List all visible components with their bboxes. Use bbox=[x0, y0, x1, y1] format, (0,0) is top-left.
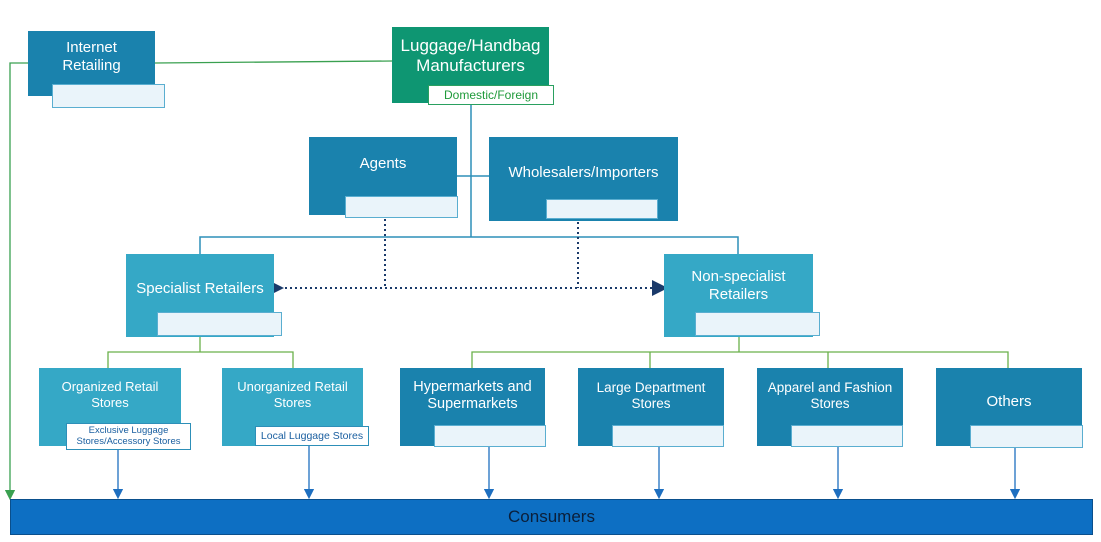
internet-retailing-tag bbox=[52, 84, 165, 108]
others-label: Others bbox=[986, 393, 1032, 410]
wholesalers-tag bbox=[546, 199, 658, 219]
department-stores-tag bbox=[612, 425, 724, 447]
agents-tag bbox=[345, 196, 458, 218]
apparel-stores-label: Apparel and Fashion Stores bbox=[767, 379, 893, 411]
organized-retail-label: Organized Retail Stores bbox=[61, 379, 159, 410]
manufacturers-tag: Domestic/Foreign bbox=[428, 85, 554, 105]
agents-label: Agents bbox=[359, 155, 407, 172]
hypermarkets-tag bbox=[434, 425, 546, 447]
hypermarkets-label: Hypermarkets and Supermarkets bbox=[413, 378, 532, 412]
non-specialist-retailers-label: Non-specialist Retailers bbox=[691, 267, 786, 303]
specialist-split-line bbox=[107, 337, 294, 368]
organized-retail-tag-label: Exclusive Luggage Stores/Accessory Store… bbox=[76, 424, 181, 447]
retailer-split-line bbox=[199, 236, 739, 254]
specialist-retailers-tag bbox=[157, 312, 282, 336]
others-tag bbox=[970, 425, 1083, 448]
manufacturers-tag-label: Domestic/Foreign bbox=[443, 88, 539, 102]
wholesalers-label: Wholesalers/Importers bbox=[508, 164, 659, 181]
internet-down-line bbox=[4, 62, 28, 501]
consumers-label: Consumers bbox=[508, 507, 595, 526]
non-specialist-retailers-tag bbox=[695, 312, 820, 336]
consumers-bar: Consumers bbox=[10, 499, 1093, 535]
unorganized-retail-label: Unorganized Retail Stores bbox=[237, 379, 348, 410]
organized-retail-tag: Exclusive Luggage Stores/Accessory Store… bbox=[66, 423, 191, 450]
department-stores-label: Large Department Stores bbox=[596, 379, 706, 411]
manufacturers-label: Luggage/Handbag Manufacturers bbox=[400, 35, 541, 75]
apparel-stores-tag bbox=[791, 425, 903, 447]
internet-retailing-label: Internet Retailing bbox=[62, 38, 121, 74]
non-specialist-split-line bbox=[471, 337, 1009, 368]
specialist-retailers-label: Specialist Retailers bbox=[136, 279, 264, 297]
unorganized-retail-tag-label: Local Luggage Stores bbox=[260, 429, 364, 442]
internet-link-line bbox=[154, 60, 393, 64]
unorganized-retail-tag: Local Luggage Stores bbox=[255, 426, 369, 446]
